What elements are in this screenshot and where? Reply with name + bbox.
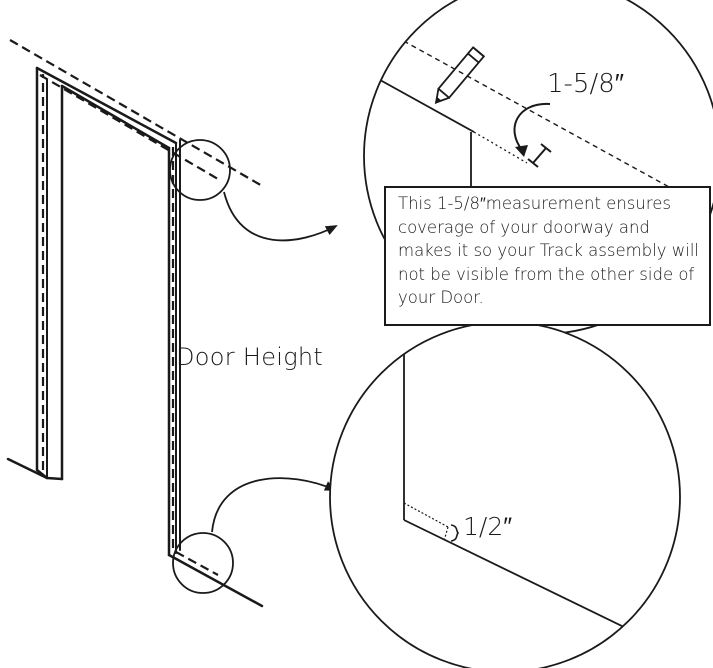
magnify-circle-bottom: [172, 532, 234, 594]
guide-bottom: [175, 551, 219, 576]
connector-arrow-bottom: [211, 477, 337, 533]
top-measurement-label: 1-5/8″: [547, 69, 624, 99]
floor-right: [167, 553, 264, 608]
detail-bottom-dotted-side: [443, 526, 449, 542]
detail-circle-bottom: [329, 321, 681, 668]
floor-left: [6, 457, 49, 480]
pencil-icon: [434, 46, 486, 105]
door-height-label: Door Height: [176, 343, 324, 371]
connector-arrow-top: [223, 191, 338, 242]
guide-top-short: [39, 74, 219, 180]
curved-arrow-head: [515, 145, 528, 157]
dimension-bar-top: [532, 147, 547, 164]
track-guide-dashed: [9, 39, 265, 576]
door-frame: [6, 66, 264, 608]
curved-arrow-icon: [513, 102, 551, 151]
callout-box: This 1-5/8″measurement ensures coverage …: [384, 186, 711, 326]
dimension-cap-2: [540, 143, 552, 153]
head-inner: [60, 84, 171, 150]
detail-top-dotted: [473, 131, 528, 164]
head-outer: [35, 66, 178, 145]
magnify-circle-top: [169, 139, 231, 201]
detail-top-dashed-long: [379, 27, 701, 205]
bottom-measurement-label: 1/2″: [463, 512, 513, 541]
dimension-brace-bottom: [450, 524, 460, 542]
detail-bottom-dotted-top: [403, 502, 449, 528]
guide-top-long: [9, 39, 265, 188]
callout-text: This 1-5/8″measurement ensures coverage …: [398, 194, 699, 307]
dimension-cap-1: [527, 158, 539, 168]
